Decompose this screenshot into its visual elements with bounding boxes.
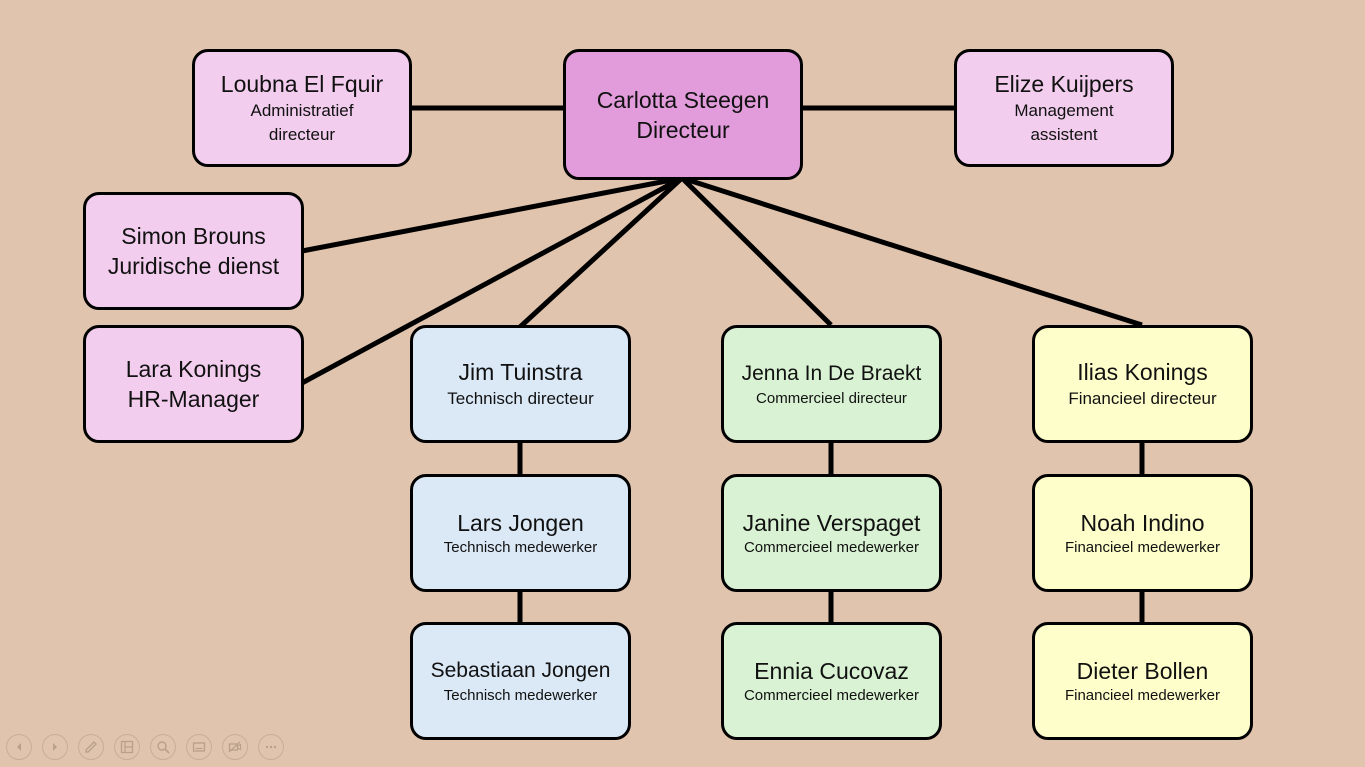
node-name: Lara Konings bbox=[125, 356, 262, 382]
node-financial-employee-2: Dieter Bollen Financieel medewerker bbox=[1032, 622, 1253, 740]
pen-icon[interactable] bbox=[78, 734, 104, 760]
node-management-assistant: Elize Kuijpers Management assistent bbox=[954, 49, 1174, 167]
node-name: Jim Tuinstra bbox=[458, 359, 583, 385]
node-commercial-employee-1: Janine Verspaget Commercieel medewerker bbox=[721, 474, 942, 592]
node-name: Simon Brouns bbox=[121, 223, 266, 249]
node-role: Technisch medewerker bbox=[443, 687, 598, 704]
node-name: Dieter Bollen bbox=[1076, 658, 1209, 684]
node-role: Financieel medewerker bbox=[1064, 687, 1221, 704]
node-role: Management assistent bbox=[1014, 101, 1114, 144]
connector-director-comm bbox=[680, 176, 833, 327]
zoom-icon[interactable] bbox=[150, 734, 176, 760]
connector-director-legal bbox=[301, 175, 683, 254]
node-legal: Simon Brouns Juridische dienst bbox=[83, 192, 304, 310]
node-technical-director: Jim Tuinstra Technisch directeur bbox=[410, 325, 631, 443]
node-role: Commercieel medewerker bbox=[743, 539, 920, 556]
node-name: Elize Kuijpers bbox=[994, 71, 1134, 97]
node-role: Administratief directeur bbox=[250, 101, 354, 144]
node-commercial-director: Jenna In De Braekt Commercieel directeur bbox=[721, 325, 942, 443]
node-name: Lars Jongen bbox=[457, 510, 584, 536]
connector-director-tech bbox=[518, 176, 684, 329]
next-slide-icon[interactable] bbox=[42, 734, 68, 760]
node-name: Ennia Cucovaz bbox=[754, 658, 909, 684]
node-name: Janine Verspaget bbox=[742, 510, 921, 536]
node-director: Carlotta Steegen Directeur bbox=[563, 49, 803, 180]
node-commercial-employee-2: Ennia Cucovaz Commercieel medewerker bbox=[721, 622, 942, 740]
node-role: Financieel medewerker bbox=[1064, 539, 1221, 556]
subtitles-icon[interactable] bbox=[186, 734, 212, 760]
previous-slide-icon[interactable] bbox=[6, 734, 32, 760]
node-admin-director: Loubna El Fquir Administratief directeur bbox=[192, 49, 412, 167]
node-role: Technisch directeur bbox=[447, 389, 594, 408]
node-role: Directeur bbox=[636, 116, 730, 143]
connector-director-fin bbox=[681, 175, 1143, 328]
node-financial-employee-1: Noah Indino Financieel medewerker bbox=[1032, 474, 1253, 592]
node-role: Commercieel medewerker bbox=[743, 687, 920, 704]
node-hr: Lara Konings HR-Manager bbox=[83, 325, 304, 443]
node-role: Financieel directeur bbox=[1068, 389, 1217, 408]
node-role: Commercieel directeur bbox=[756, 390, 907, 407]
more-options-icon[interactable] bbox=[258, 734, 284, 760]
node-name: Sebastiaan Jongen bbox=[430, 659, 611, 682]
node-technical-employee-1: Lars Jongen Technisch medewerker bbox=[410, 474, 631, 592]
node-role: Technisch medewerker bbox=[443, 539, 598, 556]
node-name: Loubna El Fquir bbox=[220, 71, 384, 97]
node-name: Noah Indino bbox=[1080, 510, 1205, 536]
slides-grid-icon[interactable] bbox=[114, 734, 140, 760]
node-role: HR-Manager bbox=[127, 386, 260, 412]
node-name: Ilias Konings bbox=[1077, 359, 1208, 385]
node-role: Juridische dienst bbox=[107, 253, 280, 279]
node-technical-employee-2: Sebastiaan Jongen Technisch medewerker bbox=[410, 622, 631, 740]
node-name: Carlotta Steegen bbox=[596, 86, 770, 113]
presentation-toolbar bbox=[6, 734, 284, 760]
camera-off-icon[interactable] bbox=[222, 734, 248, 760]
node-financial-director: Ilias Konings Financieel directeur bbox=[1032, 325, 1253, 443]
node-name: Jenna In De Braekt bbox=[741, 362, 922, 385]
